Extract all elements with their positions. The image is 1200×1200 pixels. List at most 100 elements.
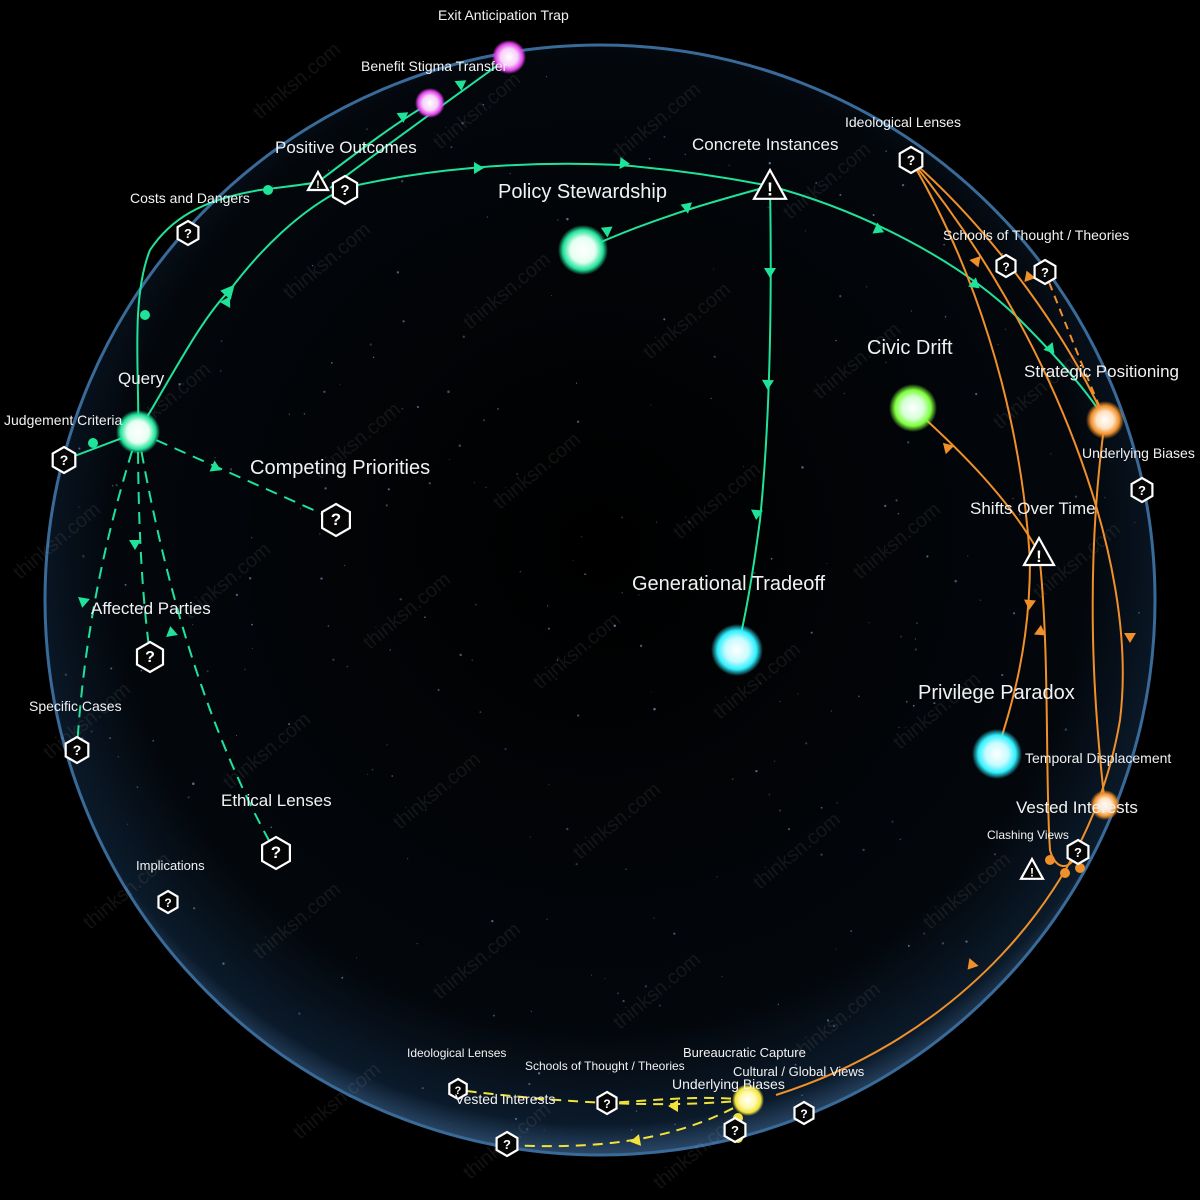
star (833, 1025, 836, 1028)
star (288, 723, 291, 726)
question-hexagon-icon[interactable]: ? (64, 735, 90, 765)
star (855, 122, 858, 126)
edge-query-specific (76, 431, 139, 749)
label-costs-and-dangers: Costs and Dangers (130, 190, 250, 206)
star (965, 940, 968, 943)
question-hexagon-icon[interactable]: ? (995, 253, 1017, 279)
label-exit-anticipation-trap: Exit Anticipation Trap (438, 7, 569, 23)
question-hexagon-icon[interactable]: ? (1130, 476, 1154, 504)
node-civic-drift[interactable] (889, 384, 937, 432)
star (323, 390, 326, 393)
star (555, 678, 557, 680)
star (572, 559, 574, 562)
star (899, 838, 902, 841)
star (249, 577, 252, 580)
star (826, 562, 828, 565)
node-shifts-over-time-glyph: ! (1036, 547, 1042, 566)
node-benefit-stigma-transfer[interactable] (415, 88, 445, 118)
question-hexagon-icon[interactable]: ? (793, 1100, 815, 1126)
star (721, 975, 723, 978)
star (933, 702, 936, 705)
warning-triangle-icon[interactable]: ! (306, 169, 330, 192)
node-underlying-biases-bottom[interactable] (732, 1084, 764, 1116)
star (546, 605, 549, 607)
star (576, 420, 580, 423)
node-query[interactable] (116, 410, 160, 454)
star (767, 206, 770, 209)
label-concrete-instances: Concrete Instances (692, 135, 838, 154)
star (755, 769, 758, 773)
star (1064, 728, 1068, 731)
star (492, 1014, 495, 1017)
warning-triangle-icon[interactable]: ! (752, 167, 788, 200)
star (621, 516, 623, 519)
star (912, 704, 915, 707)
star (410, 1054, 413, 1057)
label-schools-of-thought-bottom: Schools of Thought / Theories (525, 1059, 685, 1073)
star (356, 957, 358, 959)
star (914, 638, 917, 640)
edge-strategic-schools (1044, 271, 1106, 421)
question-hexagon-icon[interactable]: ? (176, 219, 200, 247)
node-privilege-paradox[interactable] (972, 729, 1022, 779)
star (883, 504, 887, 508)
star (566, 217, 569, 221)
question-hexagon-icon[interactable]: ? (898, 145, 924, 175)
star (820, 806, 823, 809)
question-hexagon-icon[interactable]: ? (331, 174, 359, 206)
star (575, 382, 578, 384)
node-strategic-positioning[interactable] (1086, 401, 1124, 439)
node-vested-interests-right[interactable] (1090, 790, 1120, 820)
star (608, 1072, 610, 1074)
star (768, 793, 771, 796)
star (979, 599, 982, 602)
star (271, 185, 273, 187)
node-schools-of-thought-b-glyph: ? (1041, 265, 1049, 280)
label-ideological-lenses-top: Ideological Lenses (845, 114, 961, 130)
star (90, 730, 93, 733)
edges-orange-dashed (1044, 271, 1106, 421)
star (471, 659, 473, 661)
question-hexagon-icon[interactable]: ? (321, 502, 351, 538)
question-hexagon-icon[interactable]: ? (51, 445, 77, 475)
node-policy-stewardship[interactable] (558, 225, 608, 275)
star (214, 456, 216, 459)
node-judgement-criteria-glyph: ? (60, 452, 69, 468)
question-hexagon-icon[interactable]: ? (157, 889, 179, 915)
question-hexagon-icon[interactable]: ? (261, 835, 291, 871)
question-hexagon-icon[interactable]: ? (596, 1090, 618, 1116)
question-hexagon-icon[interactable]: ? (495, 1130, 519, 1158)
question-hexagon-icon[interactable]: ? (1033, 258, 1057, 286)
star (1052, 374, 1055, 377)
star (339, 383, 341, 385)
star (142, 605, 145, 608)
star (673, 932, 676, 935)
star (192, 782, 195, 785)
label-privilege-paradox: Privilege Paradox (918, 682, 1075, 704)
node-positive-outcomes-glyph: ? (340, 182, 349, 199)
label-cultural-global-views: Cultural / Global Views (733, 1064, 865, 1079)
star (385, 504, 388, 507)
edge-arrows (78, 80, 1136, 1146)
star (857, 695, 860, 698)
star (713, 268, 715, 270)
star (152, 740, 154, 742)
star (901, 183, 905, 187)
question-hexagon-icon[interactable]: ? (448, 1077, 468, 1101)
star (251, 623, 253, 626)
star (346, 665, 348, 668)
warning-triangle-icon[interactable]: ! (1019, 856, 1045, 880)
node-positive-outcomes-warn-glyph: ! (316, 179, 320, 191)
star (907, 441, 910, 444)
question-hexagon-icon[interactable]: ? (723, 1116, 747, 1144)
node-exit-anticipation-trap[interactable] (492, 40, 526, 74)
question-hexagon-icon[interactable]: ? (135, 640, 165, 674)
question-hexagon-icon[interactable]: ? (1066, 838, 1090, 866)
star (124, 583, 127, 586)
warning-triangle-icon[interactable]: ! (1022, 535, 1056, 567)
star (797, 693, 799, 695)
star (303, 413, 306, 415)
star (914, 648, 917, 651)
node-generational-tradeoff[interactable] (711, 624, 763, 676)
